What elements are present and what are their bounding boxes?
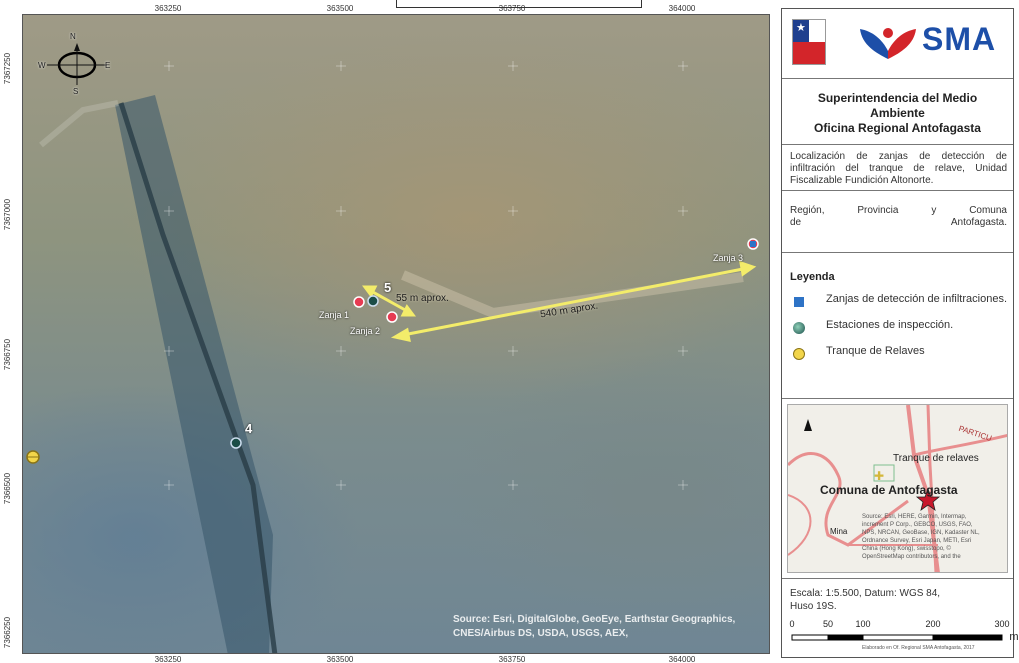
zanja-2-marker (386, 311, 398, 323)
scale-section: Escala: 1:5.500, Datum: WGS 84, Huso 19S… (782, 579, 1018, 659)
zanja-1-marker (353, 296, 365, 308)
inset-tranque-label: Tranque de relaves (893, 453, 979, 464)
scale-tick: 0 (789, 619, 795, 629)
station-4-marker (230, 437, 242, 449)
inset-attribution: Source: Esri, HERE, Garmin, Intermap, in… (862, 514, 980, 560)
x-tick-bottom: 364000 (668, 655, 696, 663)
satellite-map[interactable]: N E S W 5 4 Zanja 1 Zanja 2 Zanja 3 55 m… (22, 14, 770, 654)
blue-square-icon (790, 295, 812, 309)
arrowhead-long-end (739, 260, 757, 277)
region-word: y (931, 205, 937, 216)
org-line-1: Superintendencia del Medio (817, 91, 978, 105)
org-line-3: Oficina Regional Antofagasta (814, 121, 981, 135)
scale-bar-graphic (791, 634, 1003, 641)
inset-mina-label: Mina (830, 527, 848, 536)
scale-tick: 100 (855, 619, 871, 629)
locator-roads: ✚ (788, 405, 1007, 572)
station-5-marker (367, 295, 379, 307)
imagery-source: Source: Esri, DigitalGlobe, GeoEye, Eart… (453, 614, 736, 639)
map-overlay (26, 43, 759, 653)
inset-comuna-label: Comuna de Antofagasta (820, 483, 958, 497)
scale-line-1: Escala: 1:5.500, Datum: WGS 84, (790, 588, 941, 599)
credit-text: Elaborado en Of. Regional SMA Antofagast… (862, 645, 975, 651)
dam-wall (118, 102, 278, 653)
embankment-shadow (115, 95, 273, 653)
zanja-3-square (750, 241, 756, 247)
scale-line-2: Huso 19S. (790, 601, 837, 612)
grid-marks (164, 61, 688, 490)
access-road (401, 270, 744, 319)
region-section: Región, Provincia y Comuna de Antofagast… (782, 191, 1013, 253)
x-tick-bottom: 363750 (498, 655, 526, 663)
short-distance-label: 55 m aprox. (396, 293, 449, 304)
x-tick-top: 363500 (326, 4, 354, 13)
long-distance-line (402, 267, 744, 337)
x-tick-bottom: 363500 (326, 655, 354, 663)
sma-logo-text: SMA (922, 21, 997, 57)
map-description: Localización de zanjas de detección de i… (790, 151, 1007, 186)
region-word: Región, (790, 205, 825, 216)
legend-item-zanjas: Zanjas de detección de infiltraciones. (790, 293, 1007, 309)
svg-text:✚: ✚ (874, 469, 884, 483)
scale-tick: 50 (822, 619, 834, 629)
zanja-1-label: Zanja 1 (319, 310, 350, 320)
sma-emblem-icon (860, 28, 916, 59)
legend-item-tranque: Tranque de Relaves (790, 345, 1007, 361)
dirt-track (39, 100, 119, 148)
tranque-dot-icon (790, 347, 812, 361)
chile-flag-icon: ★ (792, 19, 826, 65)
x-tick-top: 363750 (498, 4, 526, 13)
y-tick-left: 7366500 (3, 472, 13, 505)
map-info-panel: ★ SMA Superintendencia del Medio Ambient… (781, 8, 1019, 659)
station-5-number: 5 (384, 280, 392, 295)
compass-s: S (73, 87, 79, 96)
station-4-number: 4 (245, 421, 253, 436)
region-word: Provincia (857, 205, 899, 216)
x-tick-bottom: 363250 (154, 655, 182, 663)
title-tab (396, 0, 642, 8)
x-tick-top: 364000 (668, 4, 696, 13)
zanja-3-label: Zanja 3 (713, 253, 744, 263)
scale-tick: 300 (994, 619, 1010, 629)
compass-e: E (105, 61, 111, 70)
locator-section: ✚ Tranque de relaves Comuna de Antofagas… (782, 399, 1013, 579)
legend-title: Leyenda (790, 271, 835, 283)
y-tick-left: 7366750 (3, 338, 13, 371)
description-section: Localización de zanjas de detección de i… (782, 145, 1013, 191)
arrowhead-long-start (390, 327, 411, 342)
scale-unit: m (1009, 631, 1019, 643)
station-dot-icon (790, 321, 812, 335)
organization-section: Superintendencia del Medio Ambiente Ofic… (782, 79, 1013, 145)
y-tick-left: 7367000 (3, 198, 13, 231)
distance-arrows (362, 260, 757, 342)
y-tick-left: 7366250 (3, 616, 13, 649)
legend-label: Estaciones de inspección. (826, 319, 954, 331)
north-arrow-icon (804, 419, 812, 431)
legend-item-estaciones: Estaciones de inspección. (790, 319, 1007, 335)
region-line-1: Región, Provincia y Comuna (790, 205, 1007, 217)
region-word: de (790, 217, 802, 228)
locator-map[interactable]: ✚ Tranque de relaves Comuna de Antofagas… (787, 404, 1008, 573)
legend-section: Leyenda Zanjas de detección de infiltrac… (782, 253, 1013, 399)
scale-bar: 0 50 100 200 300 m (789, 619, 1018, 649)
legend-label: Tranque de Relaves (826, 345, 925, 357)
antofagasta-star-icon (915, 487, 941, 511)
region-word: Comuna (969, 205, 1007, 216)
x-tick-top: 363250 (154, 4, 182, 13)
scale-tick: 200 (925, 619, 941, 629)
zanja-markers (353, 238, 759, 323)
region-word: Antofagasta. (950, 217, 1007, 228)
y-tick-left: 7367250 (3, 52, 13, 85)
zanja-2-label: Zanja 2 (350, 326, 381, 336)
arrowhead-short-start (362, 285, 378, 298)
region-line-2: de Antofagasta. (790, 217, 1007, 229)
compass-rose-icon (47, 43, 107, 85)
legend-label: Zanjas de detección de infiltraciones. (826, 293, 1007, 305)
logo-section: ★ SMA (782, 9, 1013, 79)
short-distance-line (370, 289, 408, 313)
arrowhead-short-end (400, 304, 416, 317)
compass-w: W (38, 61, 46, 70)
org-line-2: Ambiente (870, 106, 925, 120)
compass-n: N (70, 32, 76, 41)
